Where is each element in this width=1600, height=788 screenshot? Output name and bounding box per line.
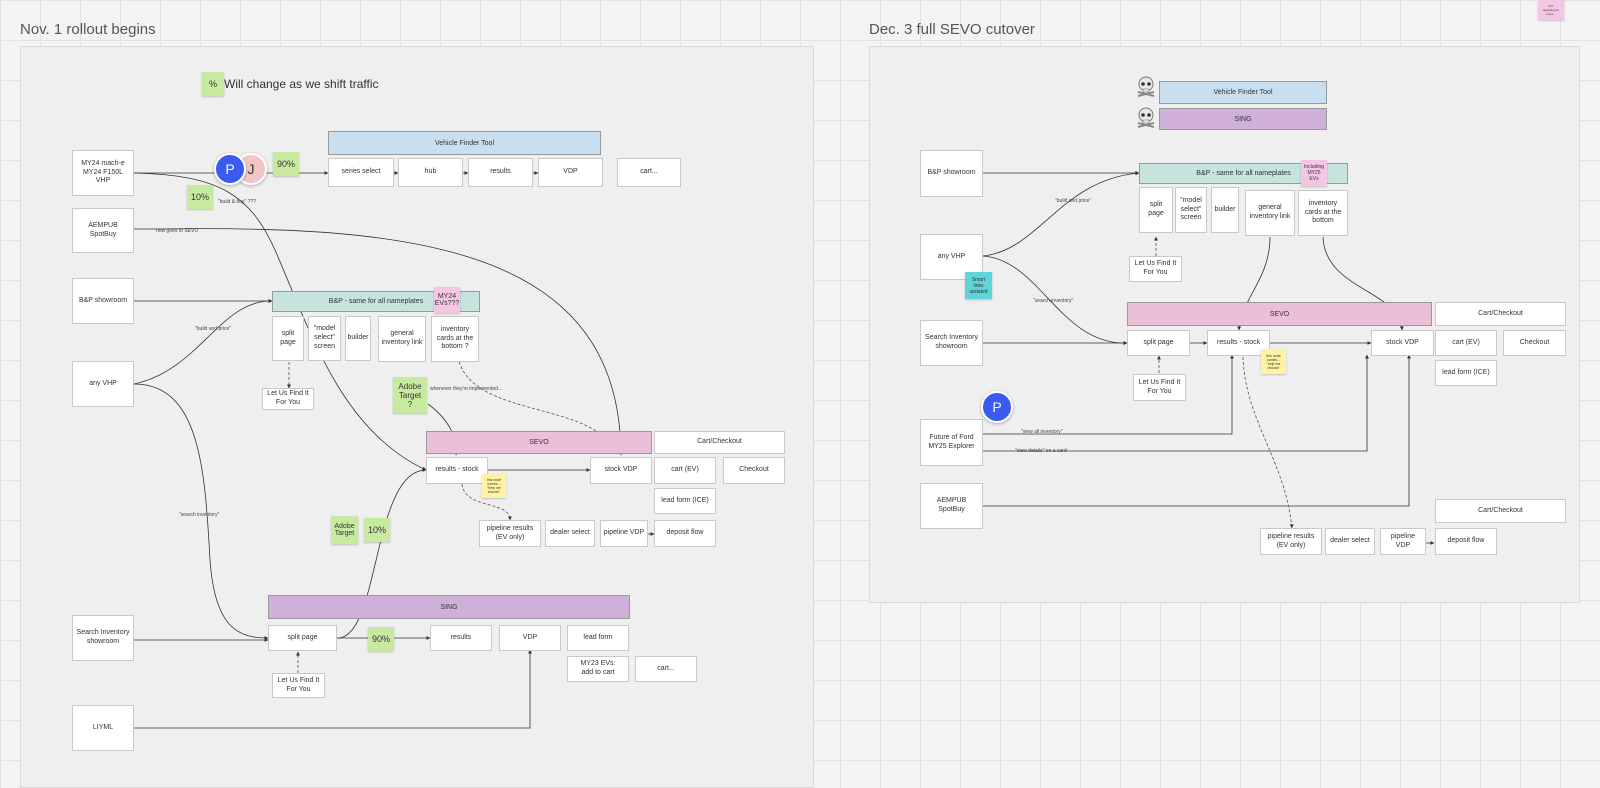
r-cart-ev-box[interactable]: cart (EV) (1435, 330, 1497, 356)
builder-box[interactable]: builder (345, 316, 371, 361)
bp-band[interactable]: B&P - same for all nameplates (272, 291, 480, 312)
r-inventory-cards-box[interactable]: inventory cards at the bottom (1298, 190, 1348, 236)
r-lead-form-ice-box[interactable]: lead form (ICE) (1435, 360, 1497, 386)
r-cart-checkout-header[interactable]: Cart/Checkout (1435, 302, 1566, 326)
r-pipeline-vdp-box[interactable]: pipeline VDP (1380, 528, 1426, 555)
traffic-note-text: Will change as we shift traffic (224, 77, 379, 91)
checkout-box[interactable]: Checkout (723, 457, 785, 484)
let-us-find-it-box[interactable]: Let Us Find It For You (262, 388, 314, 410)
general-inventory-box[interactable]: general inventory link (378, 316, 426, 362)
r-stock-vdp-box[interactable]: stock VDP (1371, 330, 1434, 356)
vdp-sing-box[interactable]: VDP (499, 625, 561, 651)
traffic-note: % Will change as we shift traffic (202, 72, 379, 96)
adobe-target-sticky-2[interactable]: Adobe Target (331, 516, 358, 544)
lead-form-box[interactable]: lead form (567, 625, 629, 651)
model-select-box[interactable]: "model select" screen (308, 316, 341, 361)
aempub-spotbuy-box[interactable]: AEMPUB SpotBuy (72, 208, 134, 253)
bp-showroom-box[interactable]: B&P showroom (72, 278, 134, 324)
help-me-choose-sticky[interactable]: this route comes... "help me choose" (482, 474, 506, 498)
let-us-find-it-box-2[interactable]: Let Us Find It For You (272, 673, 325, 698)
my23-evs-box[interactable]: MY23 EVs: add to cart (567, 656, 629, 682)
r-split-page-box-2[interactable]: split page (1127, 330, 1190, 356)
r-future-ford-box[interactable]: Future of Ford MY25 Explorer (920, 419, 983, 466)
adobe-target-sticky[interactable]: Adobe Target ? (393, 377, 427, 413)
liyml-box[interactable]: LIYML (72, 705, 134, 751)
vehicle-finder-band[interactable]: Vehicle Finder Tool (328, 131, 601, 155)
cart-ev-box[interactable]: cart (EV) (654, 457, 716, 484)
r-help-me-choose-sticky[interactable]: this route comes... "help me choose" (1261, 349, 1286, 374)
pct-10-mid-sticky[interactable]: 10% (364, 518, 390, 542)
pct-10-sticky[interactable]: 10% (187, 185, 213, 209)
r-bp-showroom-box[interactable]: B&P showroom (920, 150, 983, 197)
r-general-inventory-box[interactable]: general inventory link (1245, 190, 1295, 236)
r-vehicle-finder-band[interactable]: Vehicle Finder Tool (1159, 81, 1327, 104)
pct-90-bottom-sticky[interactable]: 90% (368, 627, 394, 651)
r-builder-box[interactable]: builder (1211, 187, 1239, 233)
r-dealer-select-box[interactable]: dealer select (1325, 528, 1375, 555)
inventory-cards-box[interactable]: inventory cards at the bottom ? (431, 316, 479, 362)
r-sevo-band[interactable]: SEVO (1127, 302, 1432, 326)
cart-placeholder-box[interactable]: cart... (617, 158, 681, 187)
deposit-flow-box[interactable]: deposit flow (654, 520, 716, 547)
pipeline-results-box[interactable]: pipeline results (EV only) (479, 520, 541, 547)
label-build-price: "build and price" (195, 326, 232, 332)
percent-sticky[interactable]: % (202, 72, 224, 96)
r-avatar-p[interactable]: P (981, 391, 1013, 423)
r-let-us-find-it-box[interactable]: Let Us Find It For You (1129, 256, 1182, 282)
split-page-box[interactable]: split page (272, 316, 304, 361)
r-bp-band[interactable]: B&P - same for all nameplates (1139, 163, 1348, 184)
skull-icon-2 (1137, 107, 1155, 128)
frame-title-dec: Dec. 3 full SEVO cutover (869, 21, 1035, 38)
r-cart-checkout-header-2[interactable]: Cart/Checkout (1435, 499, 1566, 523)
r-checkout-box[interactable]: Checkout (1503, 330, 1566, 356)
r-label-build-price: "build and price" (1055, 198, 1092, 204)
r-model-select-box[interactable]: "model select" screen (1175, 187, 1207, 233)
r-label-view-all: "view all inventory" (1021, 429, 1063, 435)
r-sing-band[interactable]: SING (1159, 108, 1327, 130)
results-stock-box[interactable]: results - stock (426, 457, 488, 484)
results-box[interactable]: results (468, 158, 533, 187)
dealer-select-box[interactable]: dealer select (545, 520, 595, 547)
mach-e-vhp-box[interactable]: MY24 mach-e MY24 F150L VHP (72, 150, 134, 196)
label-search-inventory: "search inventory" (179, 512, 220, 518)
sevo-band[interactable]: SEVO (426, 431, 652, 454)
results-sing-box[interactable]: results (430, 625, 492, 651)
cart-placeholder-box-2[interactable]: cart... (635, 656, 697, 682)
avatar-p[interactable]: P (214, 153, 246, 185)
r-label-view-details: "view details" on a card (1015, 448, 1067, 454)
corner-sticky[interactable]: FYI targeting an more... (1538, 0, 1564, 20)
stock-vdp-box[interactable]: stock VDP (590, 457, 652, 484)
cart-checkout-header[interactable]: Cart/Checkout (654, 431, 785, 454)
r-split-page-box[interactable]: split page (1139, 187, 1173, 233)
r-results-stock-box[interactable]: results - stock (1207, 330, 1270, 356)
label-whenever: whenever they're implemented... (430, 386, 503, 392)
pct-90-sticky[interactable]: 90% (273, 152, 299, 176)
r-let-us-find-it-box-2[interactable]: Let Us Find It For You (1133, 374, 1186, 401)
vdp-box[interactable]: VDP (538, 158, 603, 187)
lead-form-ice-box[interactable]: lead form (ICE) (654, 488, 716, 514)
pipeline-vdp-box[interactable]: pipeline VDP (600, 520, 648, 547)
r-label-search-inventory: "search inventory" (1033, 298, 1074, 304)
r-search-inventory-box[interactable]: Search Inventory showroom (920, 320, 983, 366)
label-now-goes-sevo: now goes to SEVO (156, 228, 199, 234)
series-select-box[interactable]: series select (328, 158, 394, 187)
sing-band[interactable]: SING (268, 595, 630, 619)
hub-box[interactable]: hub (398, 158, 463, 187)
r-including-sticky[interactable]: Including MY25 EVs (1301, 160, 1327, 186)
my24-evs-sticky[interactable]: MY24 EVs??? (434, 287, 460, 313)
r-smart-links-sticky[interactable]: Smart links updated (965, 272, 992, 299)
any-vhp-box[interactable]: any VHP (72, 361, 134, 407)
split-page-sing-box[interactable]: split page (268, 625, 337, 651)
r-aempub-spotbuy-box[interactable]: AEMPUB SpotBuy (920, 483, 983, 529)
r-pipeline-results-box[interactable]: pipeline results (EV only) (1260, 528, 1322, 555)
frame-title-nov: Nov. 1 rollout begins (20, 21, 156, 38)
r-deposit-flow-box[interactable]: deposit flow (1435, 528, 1497, 555)
label-build-buy: "build & buy" ??? (218, 199, 257, 205)
skull-icon (1137, 76, 1155, 97)
search-inventory-box[interactable]: Search Inventory showroom (72, 615, 134, 661)
